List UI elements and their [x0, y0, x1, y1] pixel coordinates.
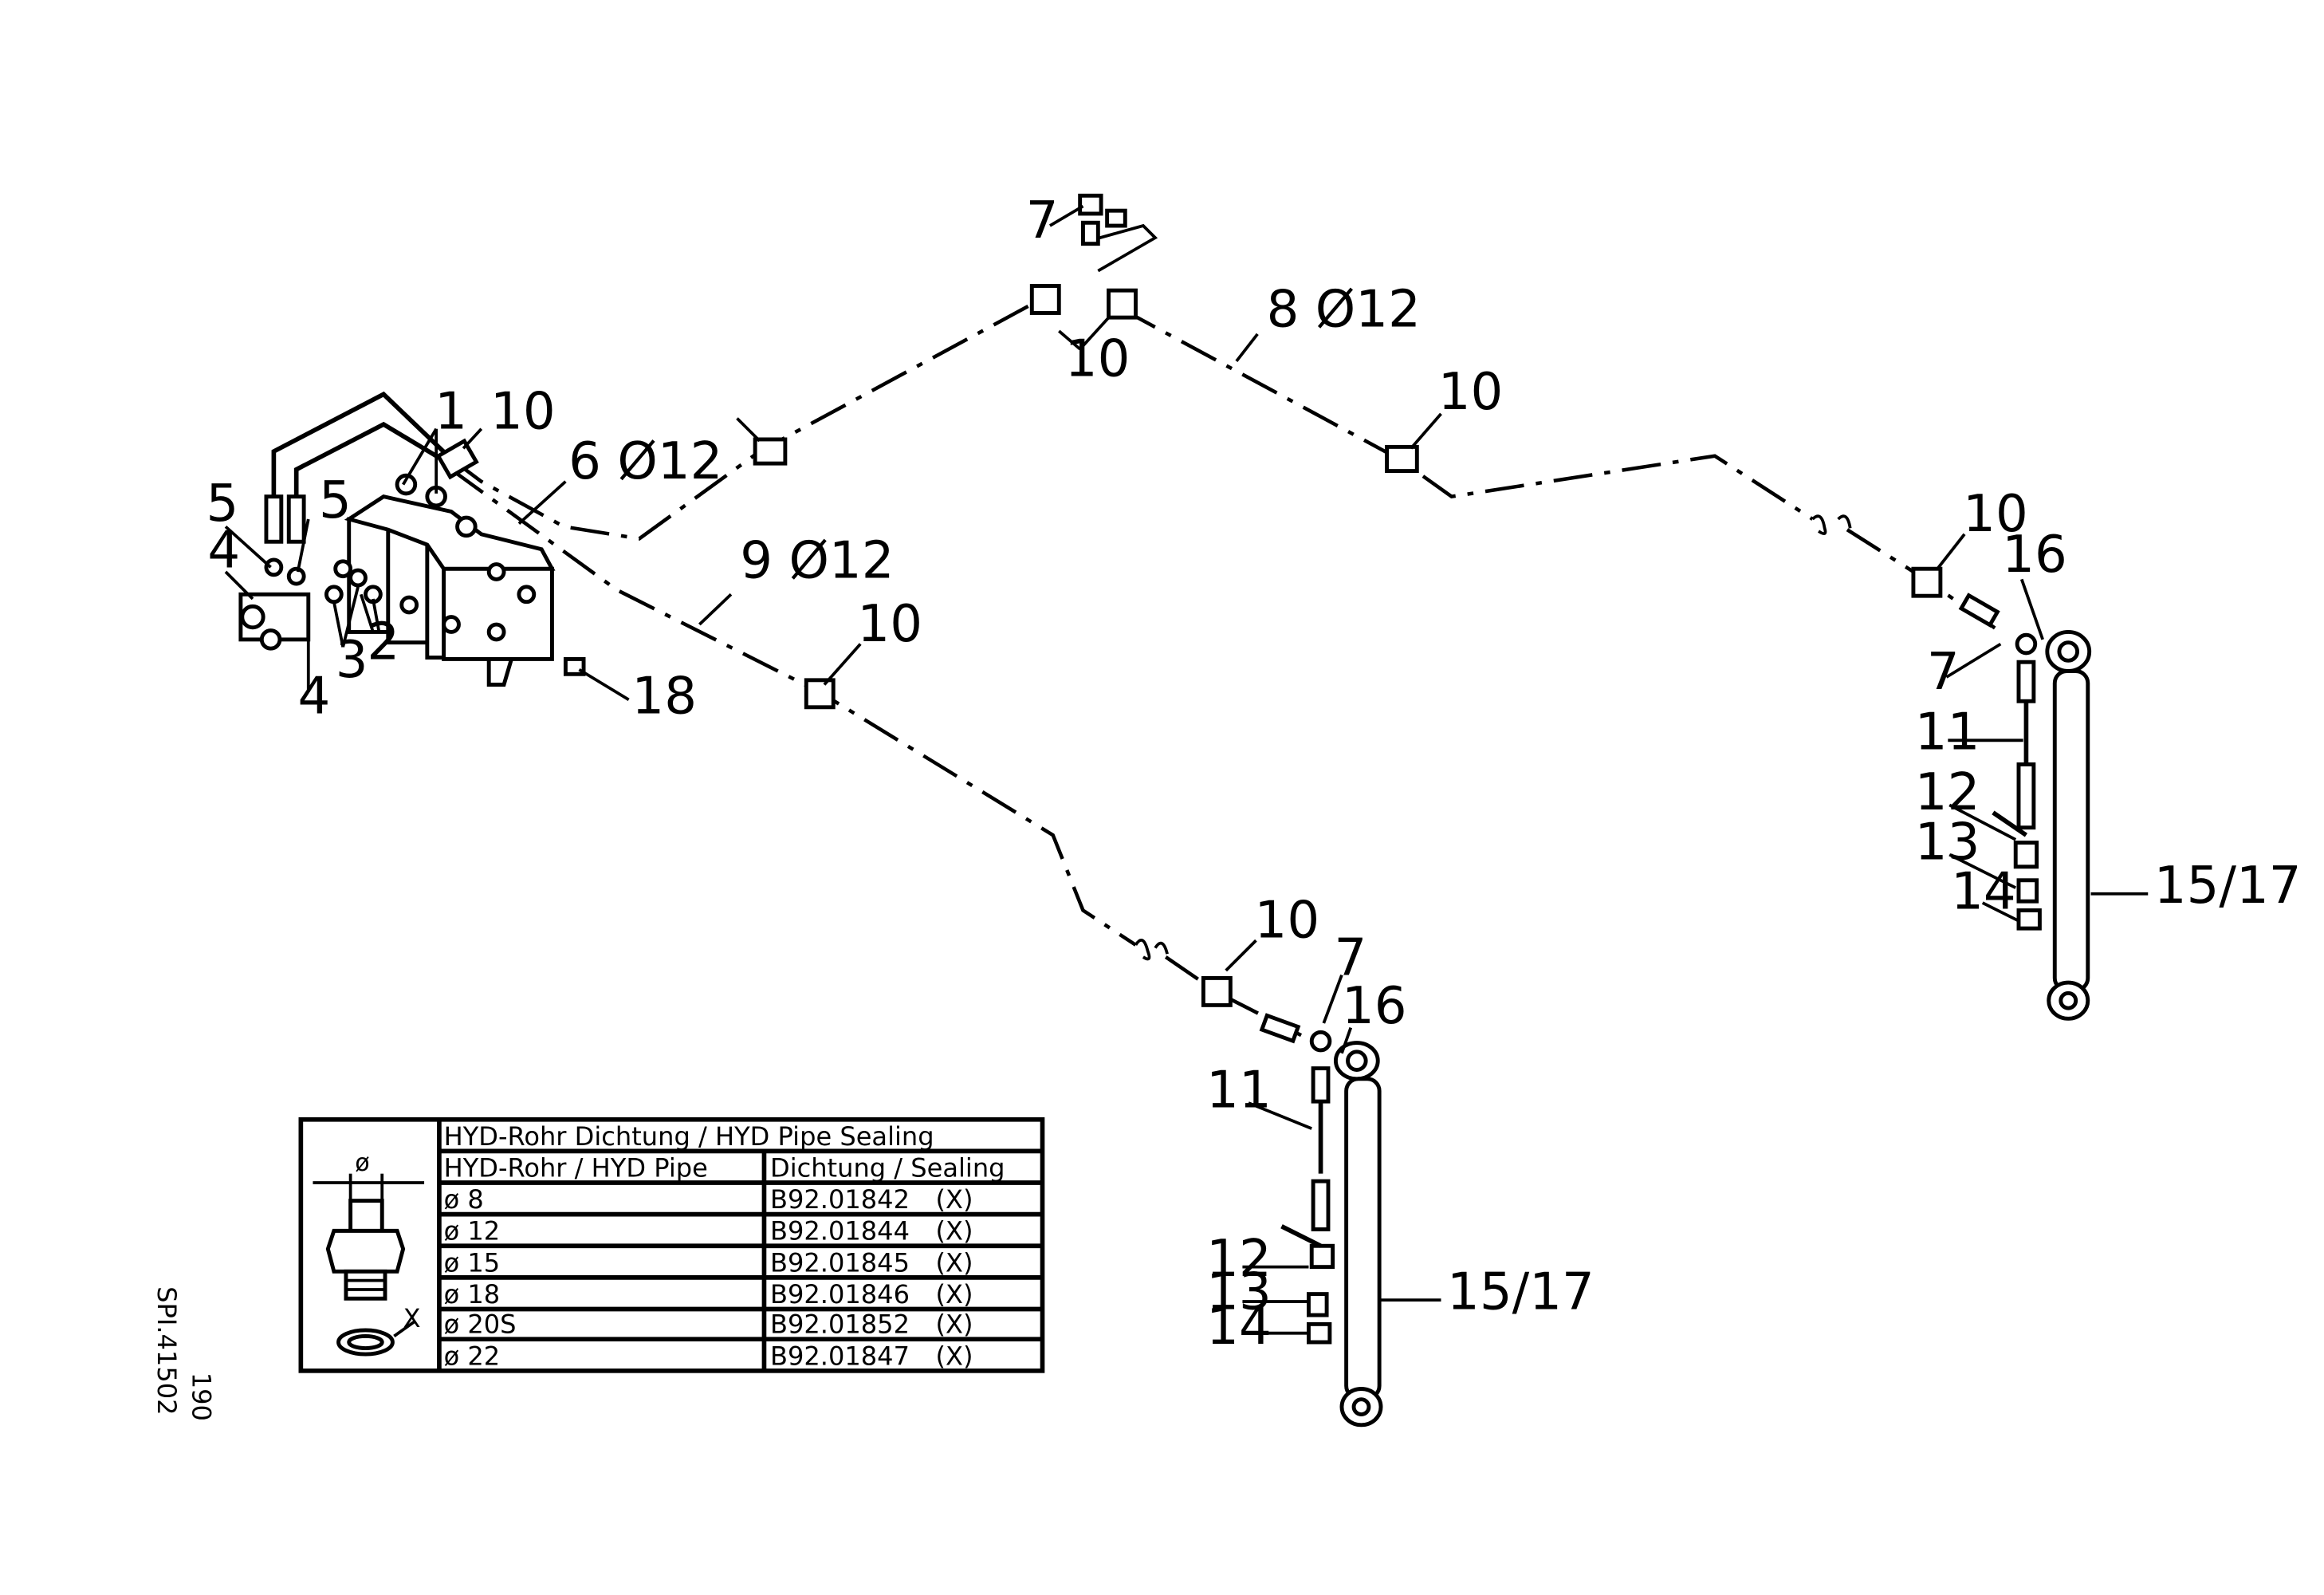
callout-labels: 1 2 3 4 4 5 5 6 Ø12 7 7 7 8 Ø12 9 Ø12 10… [206, 191, 2301, 1357]
callout-14-a: 14 [1951, 862, 2016, 922]
callout-10-a: 10 [490, 382, 556, 442]
leader-lines [224, 204, 2149, 1335]
callout-10-b: 10 [1065, 329, 1131, 389]
clamp-10-h [1078, 193, 1127, 246]
callout-5-a: 5 [206, 474, 238, 534]
callout-13-b: 13 [1206, 1262, 1272, 1321]
sealing-table: HYD-Rohr Dichtung / HYD Pipe Sealing HYD… [298, 1116, 1045, 1373]
table-row-pipe: ø 22 [444, 1341, 501, 1371]
pipe-8 [1119, 306, 2002, 634]
callout-10-c: 10 [1438, 362, 1504, 422]
diameter-symbol: ø [355, 1149, 369, 1177]
callout-4-b: 4 [298, 666, 331, 726]
callout-13-a: 13 [1915, 812, 1980, 872]
callout-10-d: 10 [1963, 484, 2028, 544]
callout-18: 18 [631, 666, 697, 726]
callout-14-b: 14 [1206, 1297, 1272, 1357]
callout-4-a: 4 [207, 520, 240, 580]
control-valve-block [238, 473, 586, 687]
callout-16-a: 16 [2002, 525, 2067, 585]
drawing-number: SPI.41502 [151, 1286, 182, 1415]
callout-8: 8 Ø12 [1267, 279, 1421, 339]
callout-12-a: 12 [1915, 762, 1980, 822]
table-title: HYD-Rohr Dichtung / HYD Pipe Sealing [444, 1121, 934, 1152]
pipe-6 [450, 299, 1039, 541]
callout-16-b: 16 [1342, 976, 1407, 1036]
clamp-10-a [435, 438, 479, 480]
pipe-return-lines [271, 223, 1158, 519]
clamp-10-b [736, 417, 788, 466]
table-row-mark: (X) [936, 1247, 973, 1278]
callout-2: 2 [367, 612, 399, 671]
table-row-pipe: ø 15 [444, 1247, 501, 1278]
table-row-seal: B92.01846 [770, 1279, 910, 1309]
callout-10-f: 10 [1255, 890, 1320, 950]
hydraulic-cylinder-right [1958, 593, 2092, 1021]
callout-3: 3 [336, 630, 368, 690]
clamp-10-c [1029, 284, 1138, 320]
callout-1: 1 [435, 382, 467, 442]
table-row-pipe: ø 20S [444, 1309, 517, 1340]
table-row-mark: (X) [936, 1184, 973, 1215]
callout-5-b: 5 [319, 471, 352, 530]
table-row-pipe: ø 8 [444, 1184, 484, 1215]
callout-15-17-b: 15/17 [1447, 1262, 1595, 1321]
callout-11-b: 11 [1206, 1061, 1272, 1120]
callout-9: 9 Ø12 [740, 531, 894, 591]
table-row-seal: B92.01852 [770, 1309, 910, 1340]
callout-15-17-a: 15/17 [2154, 856, 2302, 916]
callout-7-a: 7 [1026, 191, 1059, 250]
callout-11-a: 11 [1915, 703, 1980, 762]
table-row-seal: B92.01842 [770, 1184, 910, 1215]
table-row-mark: (X) [936, 1309, 973, 1340]
table-row-seal: B92.01844 [770, 1216, 910, 1246]
page-number: 190 [187, 1372, 217, 1421]
callout-7-b: 7 [1927, 642, 1960, 702]
callout-10-e: 10 [857, 594, 922, 654]
clamp-10-f [804, 678, 836, 710]
table-col-pipe: HYD-Rohr / HYD Pipe [444, 1152, 708, 1183]
table-row-pipe: ø 18 [444, 1279, 501, 1309]
table-row-pipe: ø 12 [444, 1216, 501, 1246]
hydraulic-cylinder-left [1259, 1013, 1383, 1428]
callout-6: 6 Ø12 [568, 431, 722, 491]
seal-marker-x: X [403, 1303, 421, 1333]
clamp-10-g [1201, 975, 1233, 1007]
table-row-mark: (X) [936, 1279, 973, 1309]
table-row-seal: B92.01847 [770, 1341, 910, 1371]
callout-7-c: 7 [1335, 928, 1367, 988]
pipe-fitting-sketch: ø X [313, 1149, 425, 1357]
table-row-mark: (X) [936, 1216, 973, 1246]
clamp-10-e [1911, 566, 1943, 598]
callout-12-b: 12 [1206, 1229, 1272, 1289]
table-row-mark: (X) [936, 1341, 973, 1371]
table-col-sealing: Dichtung / Sealing [770, 1152, 1005, 1183]
drawing-reference: SPI.41502 190 [151, 1286, 216, 1421]
table-row-seal: B92.01845 [770, 1247, 910, 1278]
clamp-10-d [1385, 444, 1419, 474]
